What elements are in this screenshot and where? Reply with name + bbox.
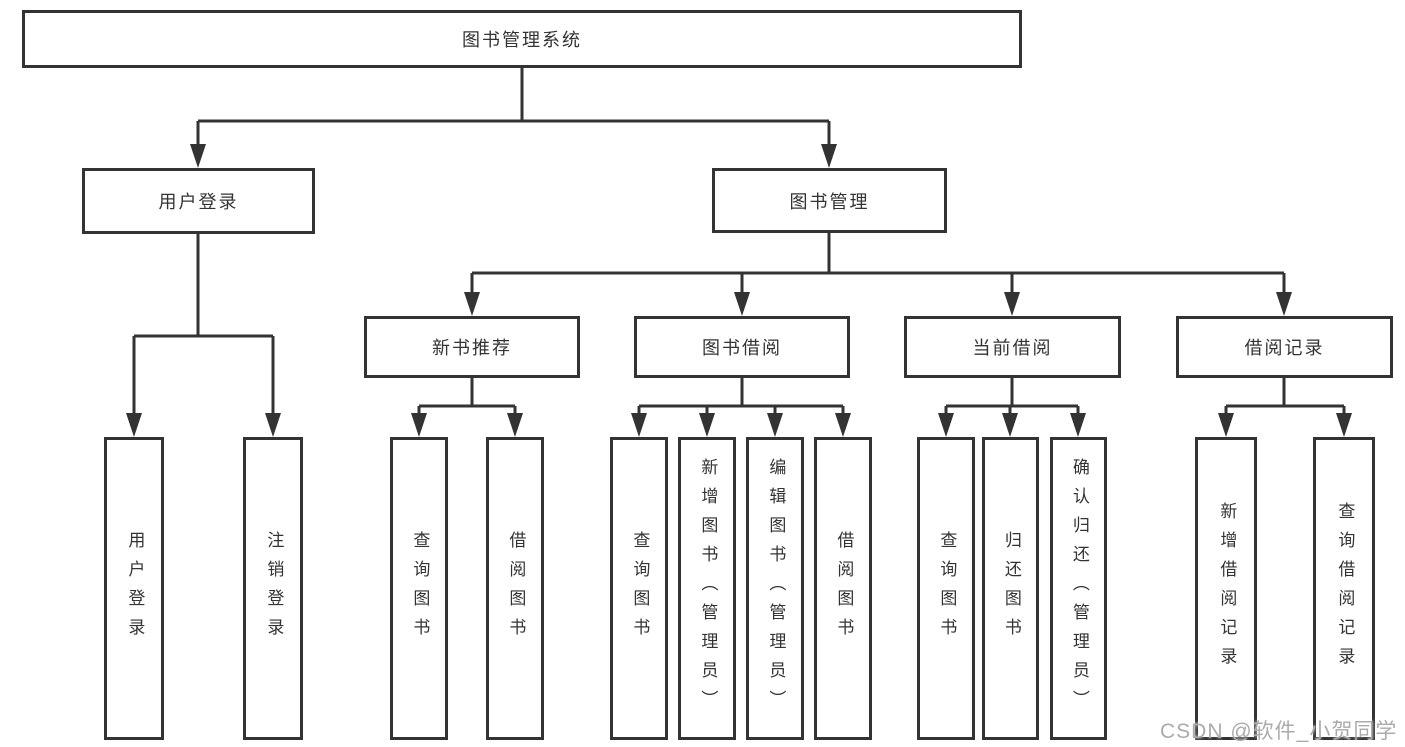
- connector-root: [190, 68, 837, 168]
- connector-new-book-lines: [417, 378, 517, 419]
- connector-root-lines: [196, 68, 831, 146]
- arrowhead-down-icon: [1276, 292, 1292, 316]
- arrowhead-down-icon: [821, 144, 837, 168]
- node-br-query-record: 查询借阅记录: [1313, 437, 1375, 740]
- node-bb-add-books-admin: 新增图书（管理员）: [678, 437, 736, 740]
- node-label: 用户登录: [158, 192, 239, 212]
- node-label: 查询图书: [410, 530, 430, 647]
- arrowhead-down-icon: [507, 413, 523, 437]
- node-nb-query-books: 查询图书: [390, 437, 448, 740]
- connector-book-management: [464, 233, 1292, 316]
- arrowhead-down-icon: [464, 292, 480, 316]
- arrowhead-down-icon: [411, 413, 427, 437]
- node-label: 查询图书: [630, 530, 650, 647]
- node-label: 用户登录: [125, 530, 145, 647]
- node-bb-query-books: 查询图书: [610, 437, 668, 740]
- connector-borrowing-records-lines: [1224, 378, 1346, 419]
- connector-new-book-recommendation: [411, 378, 523, 437]
- connector-book-borrowing: [631, 378, 851, 437]
- node-br-add-record: 新增借阅记录: [1195, 437, 1257, 740]
- node-label: 图书借阅: [702, 338, 782, 358]
- arrowhead-down-icon: [1218, 413, 1234, 437]
- node-logout: 注销登录: [243, 437, 303, 740]
- arrowhead-down-icon: [835, 413, 851, 437]
- arrowhead-down-icon: [1070, 413, 1086, 437]
- connector-borrowing-records: [1218, 378, 1352, 437]
- node-cb-return-books: 归还图书: [982, 437, 1039, 740]
- connector-book-management-lines: [470, 233, 1286, 296]
- node-new-book-recommendation: 新书推荐: [364, 316, 580, 378]
- arrowhead-down-icon: [1004, 292, 1020, 316]
- node-bb-edit-books-admin: 编辑图书（管理员）: [746, 437, 804, 740]
- arrowhead-down-icon: [631, 413, 647, 437]
- node-book-borrowing: 图书借阅: [634, 316, 850, 378]
- arrowhead-down-icon: [938, 413, 954, 437]
- node-root-system: 图书管理系统: [22, 10, 1022, 68]
- node-label: 新增借阅记录: [1217, 501, 1237, 676]
- watermark-text: CSDN @软件_小贺同学: [1160, 720, 1398, 743]
- connector-user-login: [126, 234, 281, 437]
- arrowhead-down-icon: [1336, 413, 1352, 437]
- connector-current-borrowing: [938, 378, 1086, 437]
- arrowhead-down-icon: [1002, 413, 1018, 437]
- node-label: 查询图书: [937, 530, 957, 647]
- node-current-borrowing: 当前借阅: [904, 316, 1121, 378]
- arrowhead-down-icon: [265, 413, 281, 437]
- node-label: 当前借阅: [972, 338, 1053, 358]
- arrowhead-down-icon: [126, 413, 142, 437]
- node-label: 新增图书（管理员）: [698, 458, 718, 719]
- arrowhead-down-icon: [734, 292, 750, 316]
- node-borrowing-records: 借阅记录: [1176, 316, 1393, 378]
- node-label: 确认归还（管理员）: [1069, 458, 1089, 719]
- node-label: 注销登录: [264, 530, 284, 647]
- node-user-login: 用户登录: [82, 168, 315, 234]
- node-bb-borrow-books: 借阅图书: [814, 437, 872, 740]
- node-label: 新书推荐: [432, 338, 512, 358]
- node-nb-borrow-books: 借阅图书: [486, 437, 544, 740]
- node-label: 图书管理: [789, 191, 870, 212]
- arrowhead-down-icon: [767, 413, 783, 437]
- node-label: 借阅图书: [834, 530, 854, 647]
- connector-book-borrowing-lines: [637, 378, 845, 419]
- node-cb-query-books: 查询图书: [917, 437, 975, 740]
- node-label: 查询借阅记录: [1335, 501, 1355, 676]
- node-label: 图书管理系统: [462, 30, 582, 50]
- connector-user-login-lines: [132, 234, 275, 415]
- node-label: 编辑图书（管理员）: [766, 458, 786, 719]
- node-label: 归还图书: [1001, 530, 1021, 647]
- connector-current-borrowing-lines: [944, 378, 1080, 419]
- node-login: 用户登录: [104, 437, 164, 740]
- arrowhead-down-icon: [190, 144, 206, 168]
- node-cb-confirm-return-admin: 确认归还（管理员）: [1050, 437, 1107, 740]
- node-label: 借阅图书: [506, 530, 526, 647]
- node-label: 借阅记录: [1244, 338, 1325, 358]
- arrowhead-down-icon: [699, 413, 715, 437]
- node-book-management: 图书管理: [712, 168, 947, 233]
